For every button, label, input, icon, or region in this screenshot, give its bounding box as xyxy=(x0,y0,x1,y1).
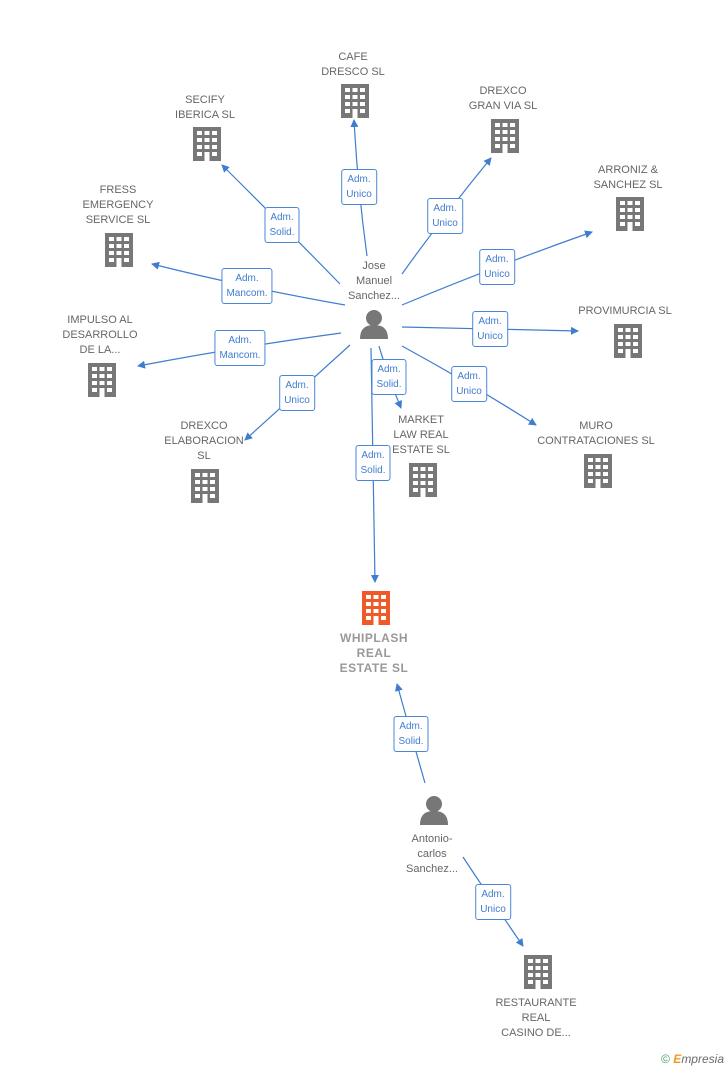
role-badge-jose-provimurcia[interactable]: Adm. Unico xyxy=(472,311,508,347)
role-badge-jose-secify[interactable]: Adm. Solid. xyxy=(264,207,300,243)
building-icon-drexco_gv[interactable] xyxy=(491,119,519,153)
node-label-whiplash[interactable]: WHIPLASH REAL ESTATE SL xyxy=(339,631,409,675)
building-icon-fress[interactable] xyxy=(105,233,133,267)
person-icon-jose[interactable] xyxy=(360,310,388,339)
role-badge-antonio-whiplash[interactable]: Adm. Solid. xyxy=(393,716,429,752)
role-badge-jose-drexco_el[interactable]: Adm. Unico xyxy=(279,375,315,411)
node-label-secify[interactable]: SECIFY IBERICA SL xyxy=(175,94,235,121)
building-icon-restaurante[interactable] xyxy=(524,955,552,989)
brand-footer: © Empresia xyxy=(661,1052,724,1066)
node-label-impulso[interactable]: IMPULSO AL DESARROLLO DE LA... xyxy=(62,314,138,356)
building-icon-muro[interactable] xyxy=(584,454,612,488)
building-icon-arroniz[interactable] xyxy=(616,197,644,231)
node-label-drexco_el[interactable]: DREXCO ELABORACION SL xyxy=(164,420,244,462)
role-badge-jose-drexco_gv[interactable]: Adm. Unico xyxy=(427,198,463,234)
role-badge-jose-impulso[interactable]: Adm. Mancom. xyxy=(214,330,266,366)
node-label-cafe[interactable]: CAFE DRESCO SL xyxy=(321,51,385,78)
role-badge-jose-market[interactable]: Adm. Solid. xyxy=(371,359,407,395)
brand-logo-initial: E xyxy=(673,1052,682,1066)
building-icon-secify[interactable] xyxy=(193,127,221,161)
node-label-restaurante[interactable]: RESTAURANTE REAL CASINO DE... xyxy=(495,997,577,1039)
building-icon-whiplash[interactable] xyxy=(362,591,390,625)
role-badge-antonio-restaurante[interactable]: Adm. Unico xyxy=(475,884,511,920)
node-label-fress[interactable]: FRESS EMERGENCY SERVICE SL xyxy=(82,184,154,226)
node-label-antonio[interactable]: Antonio- carlos Sanchez... xyxy=(406,833,458,875)
brand-logo-text: mpresia xyxy=(681,1052,724,1066)
node-label-provimurcia[interactable]: PROVIMURCIA SL xyxy=(578,305,672,317)
building-icon-market[interactable] xyxy=(409,463,437,497)
building-icon-drexco_el[interactable] xyxy=(191,469,219,503)
building-icon-cafe[interactable] xyxy=(341,84,369,118)
node-label-jose[interactable]: Jose Manuel Sanchez... xyxy=(348,260,400,302)
role-badge-jose-whiplash[interactable]: Adm. Solid. xyxy=(355,445,391,481)
building-icon-provimurcia[interactable] xyxy=(614,324,642,358)
role-badge-jose-muro[interactable]: Adm. Unico xyxy=(451,366,487,402)
node-label-drexco_gv[interactable]: DREXCO GRAN VIA SL xyxy=(468,85,538,112)
role-badge-jose-cafe[interactable]: Adm. Unico xyxy=(341,169,377,205)
building-icon-impulso[interactable] xyxy=(88,363,116,397)
person-icon-antonio[interactable] xyxy=(420,796,448,825)
role-badge-jose-arroniz[interactable]: Adm. Unico xyxy=(479,249,515,285)
node-label-arroniz[interactable]: ARRONIZ & SANCHEZ SL xyxy=(593,164,663,191)
copyright-icon: © xyxy=(661,1052,670,1066)
role-badge-jose-fress[interactable]: Adm. Mancom. xyxy=(221,268,273,304)
node-label-market[interactable]: MARKET LAW REAL ESTATE SL xyxy=(392,414,450,456)
node-label-muro[interactable]: MURO CONTRATACIONES SL xyxy=(537,420,655,447)
